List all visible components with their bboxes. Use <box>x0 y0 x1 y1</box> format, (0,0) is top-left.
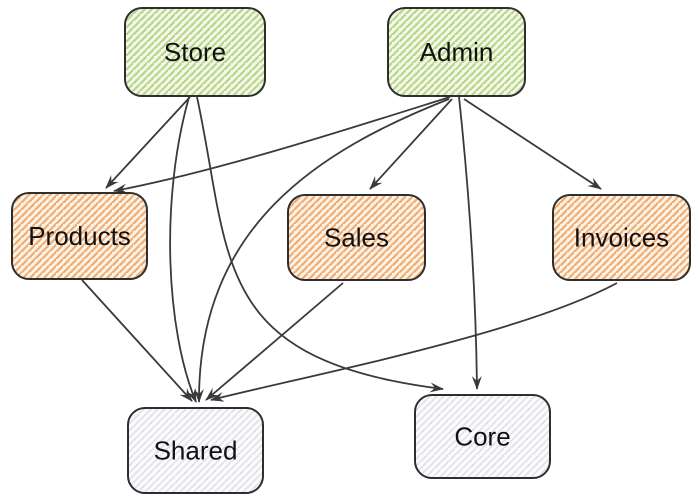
node-admin-box <box>387 7 526 97</box>
node-invoices: Invoices <box>552 194 691 281</box>
edge-admin-shared <box>193 98 450 403</box>
node-shared: Shared <box>127 407 264 494</box>
node-core: Core <box>414 394 551 479</box>
edge-invoices-shared <box>210 282 618 402</box>
edge-admin-sales <box>369 98 453 190</box>
node-admin-label: Admin <box>420 37 494 67</box>
edge-store-core <box>196 96 444 393</box>
node-shared-label: Shared <box>154 436 238 466</box>
node-invoices-box <box>552 194 691 281</box>
node-core-label: Core <box>454 422 510 452</box>
node-core-box <box>414 394 551 479</box>
edge-products-shared <box>81 279 193 402</box>
edge-store-products <box>105 96 191 189</box>
node-store-box <box>124 7 266 97</box>
edge-admin-products <box>113 96 451 194</box>
node-store-label: Store <box>164 37 226 67</box>
node-admin: Admin <box>387 7 526 97</box>
node-products-box <box>11 192 148 280</box>
node-store: Store <box>124 7 266 97</box>
node-sales-box <box>287 194 426 281</box>
node-shared-box <box>127 407 264 494</box>
edge-layer <box>81 96 618 403</box>
node-sales-label: Sales <box>324 223 389 253</box>
node-sales: Sales <box>287 194 426 281</box>
node-products: Products <box>11 192 148 280</box>
edge-store-shared <box>169 96 197 403</box>
edge-admin-invoices <box>463 98 602 190</box>
edge-sales-shared <box>205 282 344 401</box>
edge-admin-core <box>458 96 482 390</box>
node-products-label: Products <box>28 221 131 251</box>
node-invoices-label: Invoices <box>574 223 669 253</box>
